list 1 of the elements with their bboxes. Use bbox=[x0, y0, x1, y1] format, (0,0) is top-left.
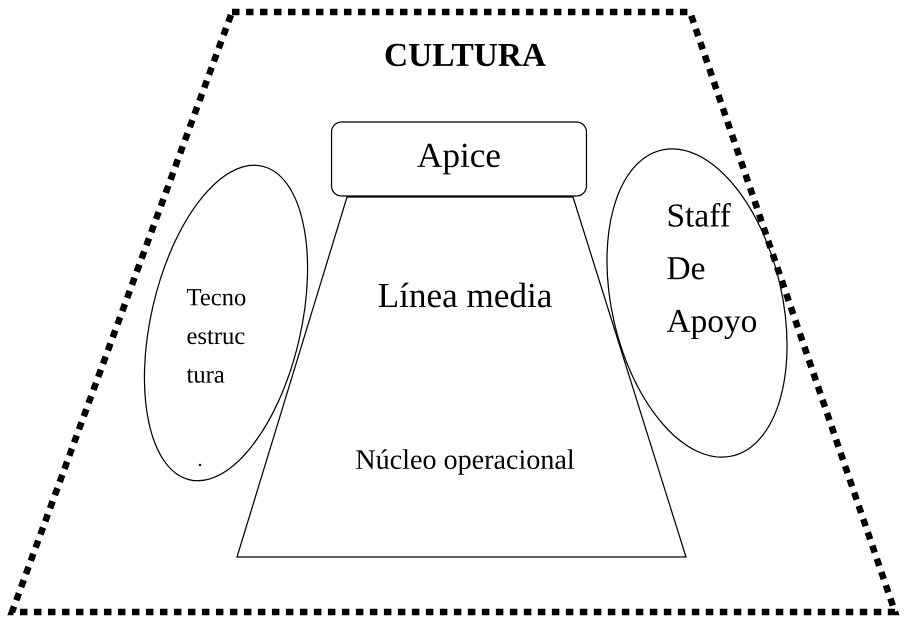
apex-box: Apice bbox=[330, 121, 588, 197]
